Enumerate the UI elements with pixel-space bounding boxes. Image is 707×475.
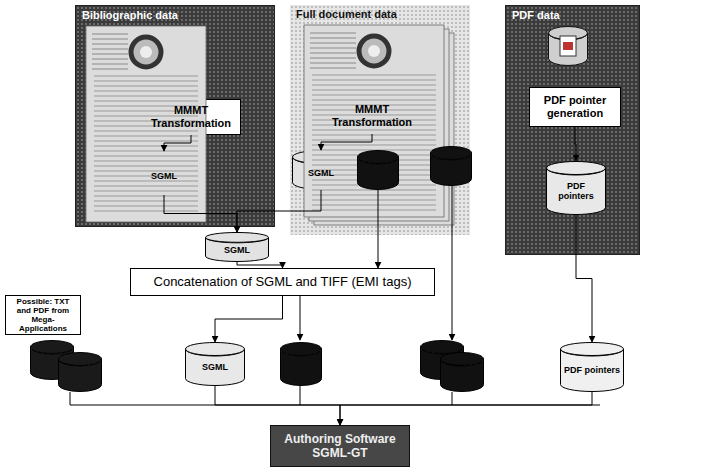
panel-heading: Full document data [290,5,470,23]
database-cylinder [206,233,269,262]
target-box: Authoring Software SGML-GT [270,425,410,467]
database-cylinder: SGML [205,232,269,262]
source-panel: MMMT TransformationSGML Bibliographic dat… [75,5,275,227]
process-box: PDF pointer generation [529,87,621,127]
source-panel: MMMT TransformationSGML Full document dat… [290,5,470,235]
panel-heading: Bibliographic data [76,6,274,24]
node-label: SGML [224,246,250,256]
database-cylinder: PDF pointers [560,342,624,392]
flow-arrow [237,262,283,268]
flow-arrow [340,392,592,425]
process-box: MMMT Transformation [322,98,422,134]
pdf-icon [506,6,641,256]
flow-arrow [215,296,283,342]
database-cylinder [549,27,588,66]
flow-line [300,296,301,340]
flow-line [452,392,453,405]
node-label: MMMT Transformation [326,100,418,132]
flow-arrow [164,135,191,151]
flow-arrow [237,190,321,232]
flow-arrow [215,386,340,425]
flow-arrow [576,215,592,342]
node-label: Authoring Software SGML-GT [275,432,405,461]
flow-arrow [575,127,576,161]
panel-heading: PDF data [506,6,639,24]
flow-line [452,186,453,340]
database-cylinder [186,343,245,386]
process-box: MMMT Transformation [141,99,241,135]
flow-arrow [164,195,237,232]
database-cylinder [281,343,322,386]
node-label: SGML [202,363,228,373]
node-label: MMMT Transformation [145,101,237,133]
database-cylinder [547,162,606,215]
database-cylinder: SGML [185,342,245,386]
flow-line [70,392,600,405]
node-label: PDF pointers [548,179,604,205]
node-label: Concatenation of SGML and TIFF (EMI tags… [154,274,412,290]
flow-arrow [321,134,372,150]
database-cylinder [561,343,624,392]
note-box: Possible: TXT and PDF from Mega-Applicat… [5,295,81,335]
node-label: SGML [145,169,183,185]
node-label: SGML [302,166,340,182]
source-panel: PDF pointer generationPDF pointers PDF da… [505,5,640,255]
database-cylinder [441,353,484,392]
process-box: Concatenation of SGML and TIFF (EMI tags… [130,268,435,296]
node-label: PDF pointers [564,366,620,376]
database-cylinder: PDF pointers [546,161,606,215]
node-label: PDF pointer generation [534,91,616,123]
flow-line [378,188,379,268]
database-cylinder [59,353,102,392]
database-cylinder [431,147,472,186]
database-cylinder [358,151,399,190]
flow-line [300,386,301,405]
node-label: Possible: TXT and PDF from Mega-Applicat… [10,297,76,334]
